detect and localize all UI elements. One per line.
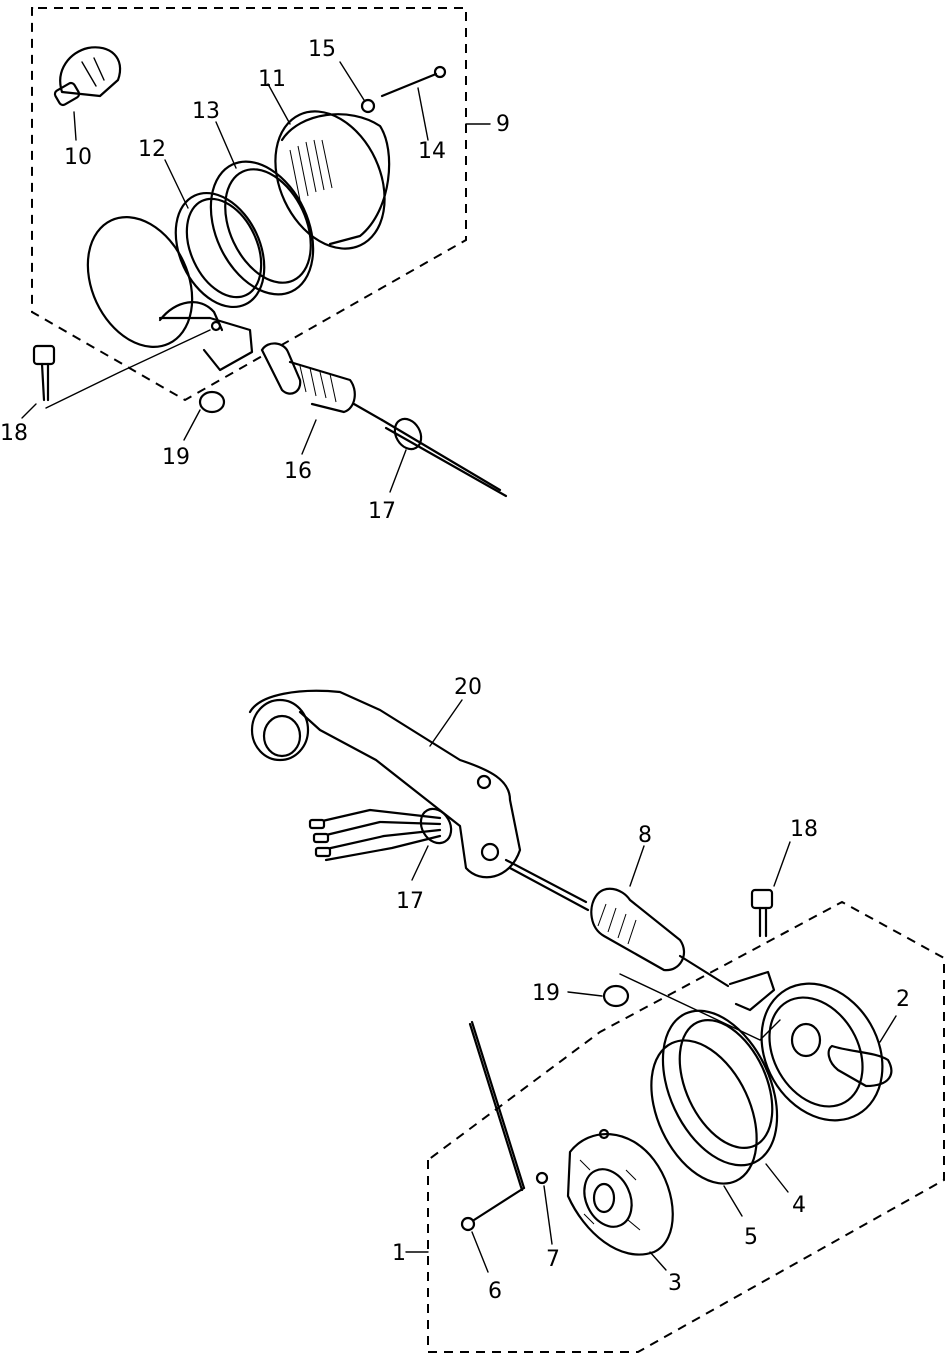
washer-7 bbox=[535, 1171, 553, 1245]
nut-15 bbox=[339, 61, 376, 114]
callout-17b: 17 bbox=[396, 889, 424, 914]
bracket-20 bbox=[248, 689, 522, 879]
grommet-17-lower bbox=[308, 807, 453, 881]
callout-13: 13 bbox=[192, 99, 220, 124]
screw-6 bbox=[460, 1020, 526, 1273]
nut-19-upper bbox=[183, 390, 226, 441]
screw-14 bbox=[380, 65, 447, 141]
bolt-18-upper bbox=[21, 329, 211, 419]
gasket-5 bbox=[650, 1039, 758, 1217]
callout-15: 15 bbox=[308, 37, 336, 62]
callout-11: 11 bbox=[258, 67, 286, 92]
callout-14: 14 bbox=[418, 139, 446, 164]
callouts: 10 12 13 11 15 14 9 18 19 16 17 20 8 18 … bbox=[0, 37, 910, 1304]
bolt-18-lower bbox=[750, 841, 791, 938]
upper-turn-signal-assembly bbox=[21, 7, 508, 498]
gasket-ring bbox=[164, 159, 266, 309]
grommet-17 bbox=[380, 417, 508, 498]
callout-8: 8 bbox=[638, 823, 652, 848]
callout-12: 12 bbox=[138, 137, 166, 162]
callout-6: 6 bbox=[488, 1279, 502, 1304]
assembly-9-boundary bbox=[31, 7, 467, 402]
stem-16 bbox=[158, 316, 384, 455]
callout-17a: 17 bbox=[368, 499, 396, 524]
callout-2: 2 bbox=[896, 987, 910, 1012]
callout-19b: 19 bbox=[532, 981, 560, 1006]
housing-lower bbox=[728, 970, 884, 1122]
callout-20: 20 bbox=[454, 675, 482, 700]
bulb-2 bbox=[827, 1015, 897, 1088]
lower-turn-signal-assembly bbox=[248, 689, 945, 1353]
callout-3: 3 bbox=[668, 1271, 682, 1296]
callout-19a: 19 bbox=[162, 445, 190, 470]
callout-9: 9 bbox=[496, 112, 510, 137]
rim-13 bbox=[209, 121, 315, 296]
stem-8 bbox=[504, 845, 730, 988]
lens-12 bbox=[86, 216, 224, 348]
callout-7: 7 bbox=[546, 1247, 560, 1272]
callout-18a: 18 bbox=[0, 421, 28, 446]
callout-5: 5 bbox=[744, 1225, 758, 1250]
bulb-10 bbox=[53, 46, 122, 141]
rim-4 bbox=[661, 1009, 789, 1193]
callout-16: 16 bbox=[284, 459, 312, 484]
callout-18b: 18 bbox=[790, 817, 818, 842]
callout-4: 4 bbox=[792, 1193, 806, 1218]
callout-1: 1 bbox=[392, 1241, 406, 1266]
callout-10: 10 bbox=[64, 145, 92, 170]
assembly-1-boundary bbox=[427, 900, 945, 1353]
lens-3 bbox=[566, 1128, 674, 1271]
housing-11 bbox=[267, 83, 391, 250]
nut-19-lower bbox=[567, 973, 781, 1041]
